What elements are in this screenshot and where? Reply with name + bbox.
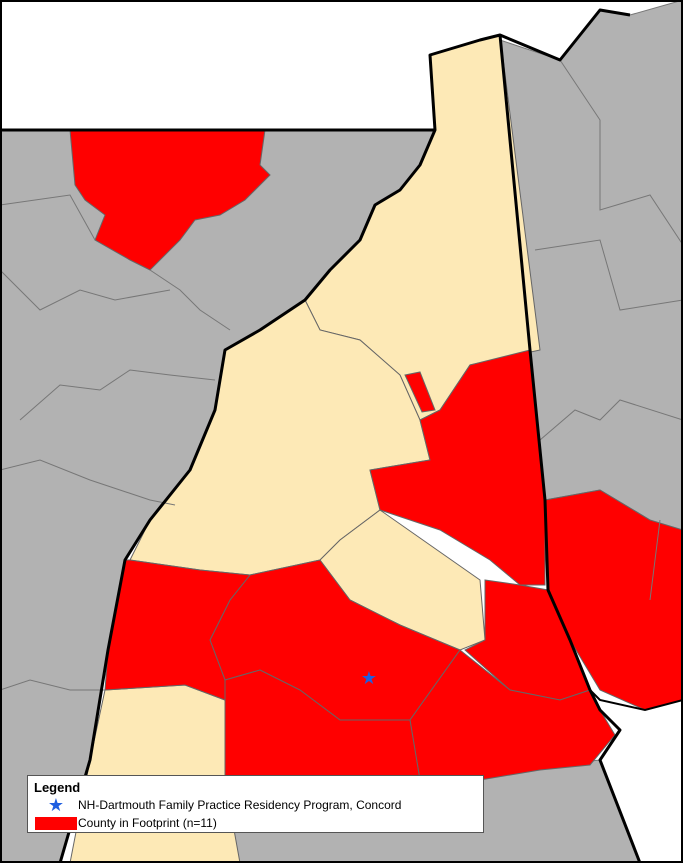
legend-box: Legend ★ NH-Dartmouth Family Practice Re…: [27, 775, 484, 833]
legend-title: Legend: [34, 780, 81, 795]
legend-item-footprint: County in Footprint (n=11): [34, 814, 477, 832]
footprint-county-inlet: [404, 371, 436, 413]
red-swatch-icon: [34, 816, 78, 830]
maine-coast-border: [589, 689, 683, 712]
footprint-county-vt-northeast: [69, 129, 271, 271]
star-icon: ★: [47, 795, 65, 815]
nh-state-border: [0, 8, 642, 863]
legend-item-program-label: NH-Dartmouth Family Practice Residency P…: [78, 798, 402, 812]
county-lines: [0, 59, 683, 691]
program-star-icon: ★: [361, 668, 377, 689]
legend-item-footprint-label: County in Footprint (n=11): [78, 816, 217, 830]
legend-item-program: ★ NH-Dartmouth Family Practice Residency…: [34, 796, 477, 814]
